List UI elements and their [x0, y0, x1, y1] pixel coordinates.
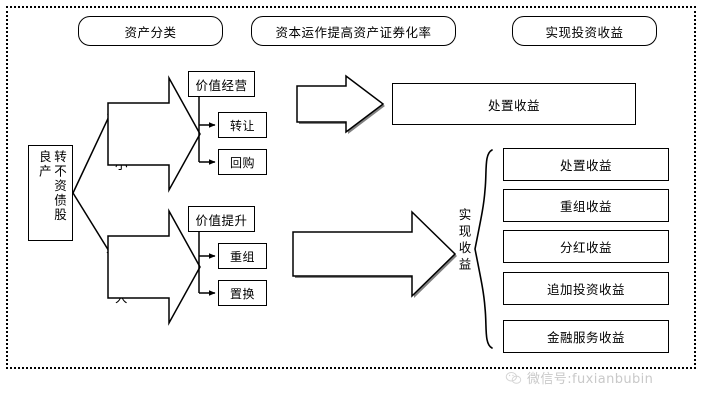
branch-child-buyback[interactable]: 回购	[218, 149, 267, 175]
outcome-item-restructuring-gain[interactable]: 重组收益	[503, 189, 669, 222]
branch-child-transfer[interactable]: 转让	[218, 112, 267, 138]
diagram-dotted-frame	[6, 6, 696, 369]
branch-child-swap[interactable]: 置换	[218, 280, 267, 306]
outcome-item-disposal-gain[interactable]: 处置收益	[503, 148, 669, 181]
outcome-item-additional-investment-gain[interactable]: 追加投资收益	[503, 272, 669, 305]
wechat-icon	[505, 371, 522, 384]
branch-head-value-enhancement[interactable]: 价值提升	[188, 206, 255, 232]
banner-capital-operation[interactable]: 资本运作提高资产证券化率	[251, 16, 456, 46]
arrow-label-financial-service: 金融服务	[322, 240, 377, 255]
branch-head-value-operation[interactable]: 价值经营	[188, 71, 255, 97]
banner-investment-return[interactable]: 实现投资收益	[512, 16, 657, 46]
outcome-item-dividend-gain[interactable]: 分红收益	[503, 230, 669, 263]
branch-label-high-potential: 升值潜力 大	[115, 257, 170, 305]
source-text-col-left: 债股良产	[36, 150, 67, 223]
branch-label-low-potential: 升值潜力 小	[115, 124, 170, 172]
banner-asset-classification[interactable]: 资产分类	[78, 16, 223, 46]
watermark: 微信号:fuxianbubin	[505, 368, 653, 387]
outcome-group-label: 实现收益	[456, 208, 472, 274]
branch-child-restructuring[interactable]: 重组	[218, 243, 267, 269]
source-box-bad-assets[interactable]: 转不资债股良产	[28, 145, 73, 241]
watermark-text: 微信号:fuxianbubin	[527, 372, 654, 387]
outcome-item-financial-service-gain[interactable]: 金融服务收益	[503, 320, 669, 353]
source-text-col-right: 转不资	[52, 150, 67, 194]
outcome-top-disposal-gain[interactable]: 处置收益	[392, 83, 636, 125]
